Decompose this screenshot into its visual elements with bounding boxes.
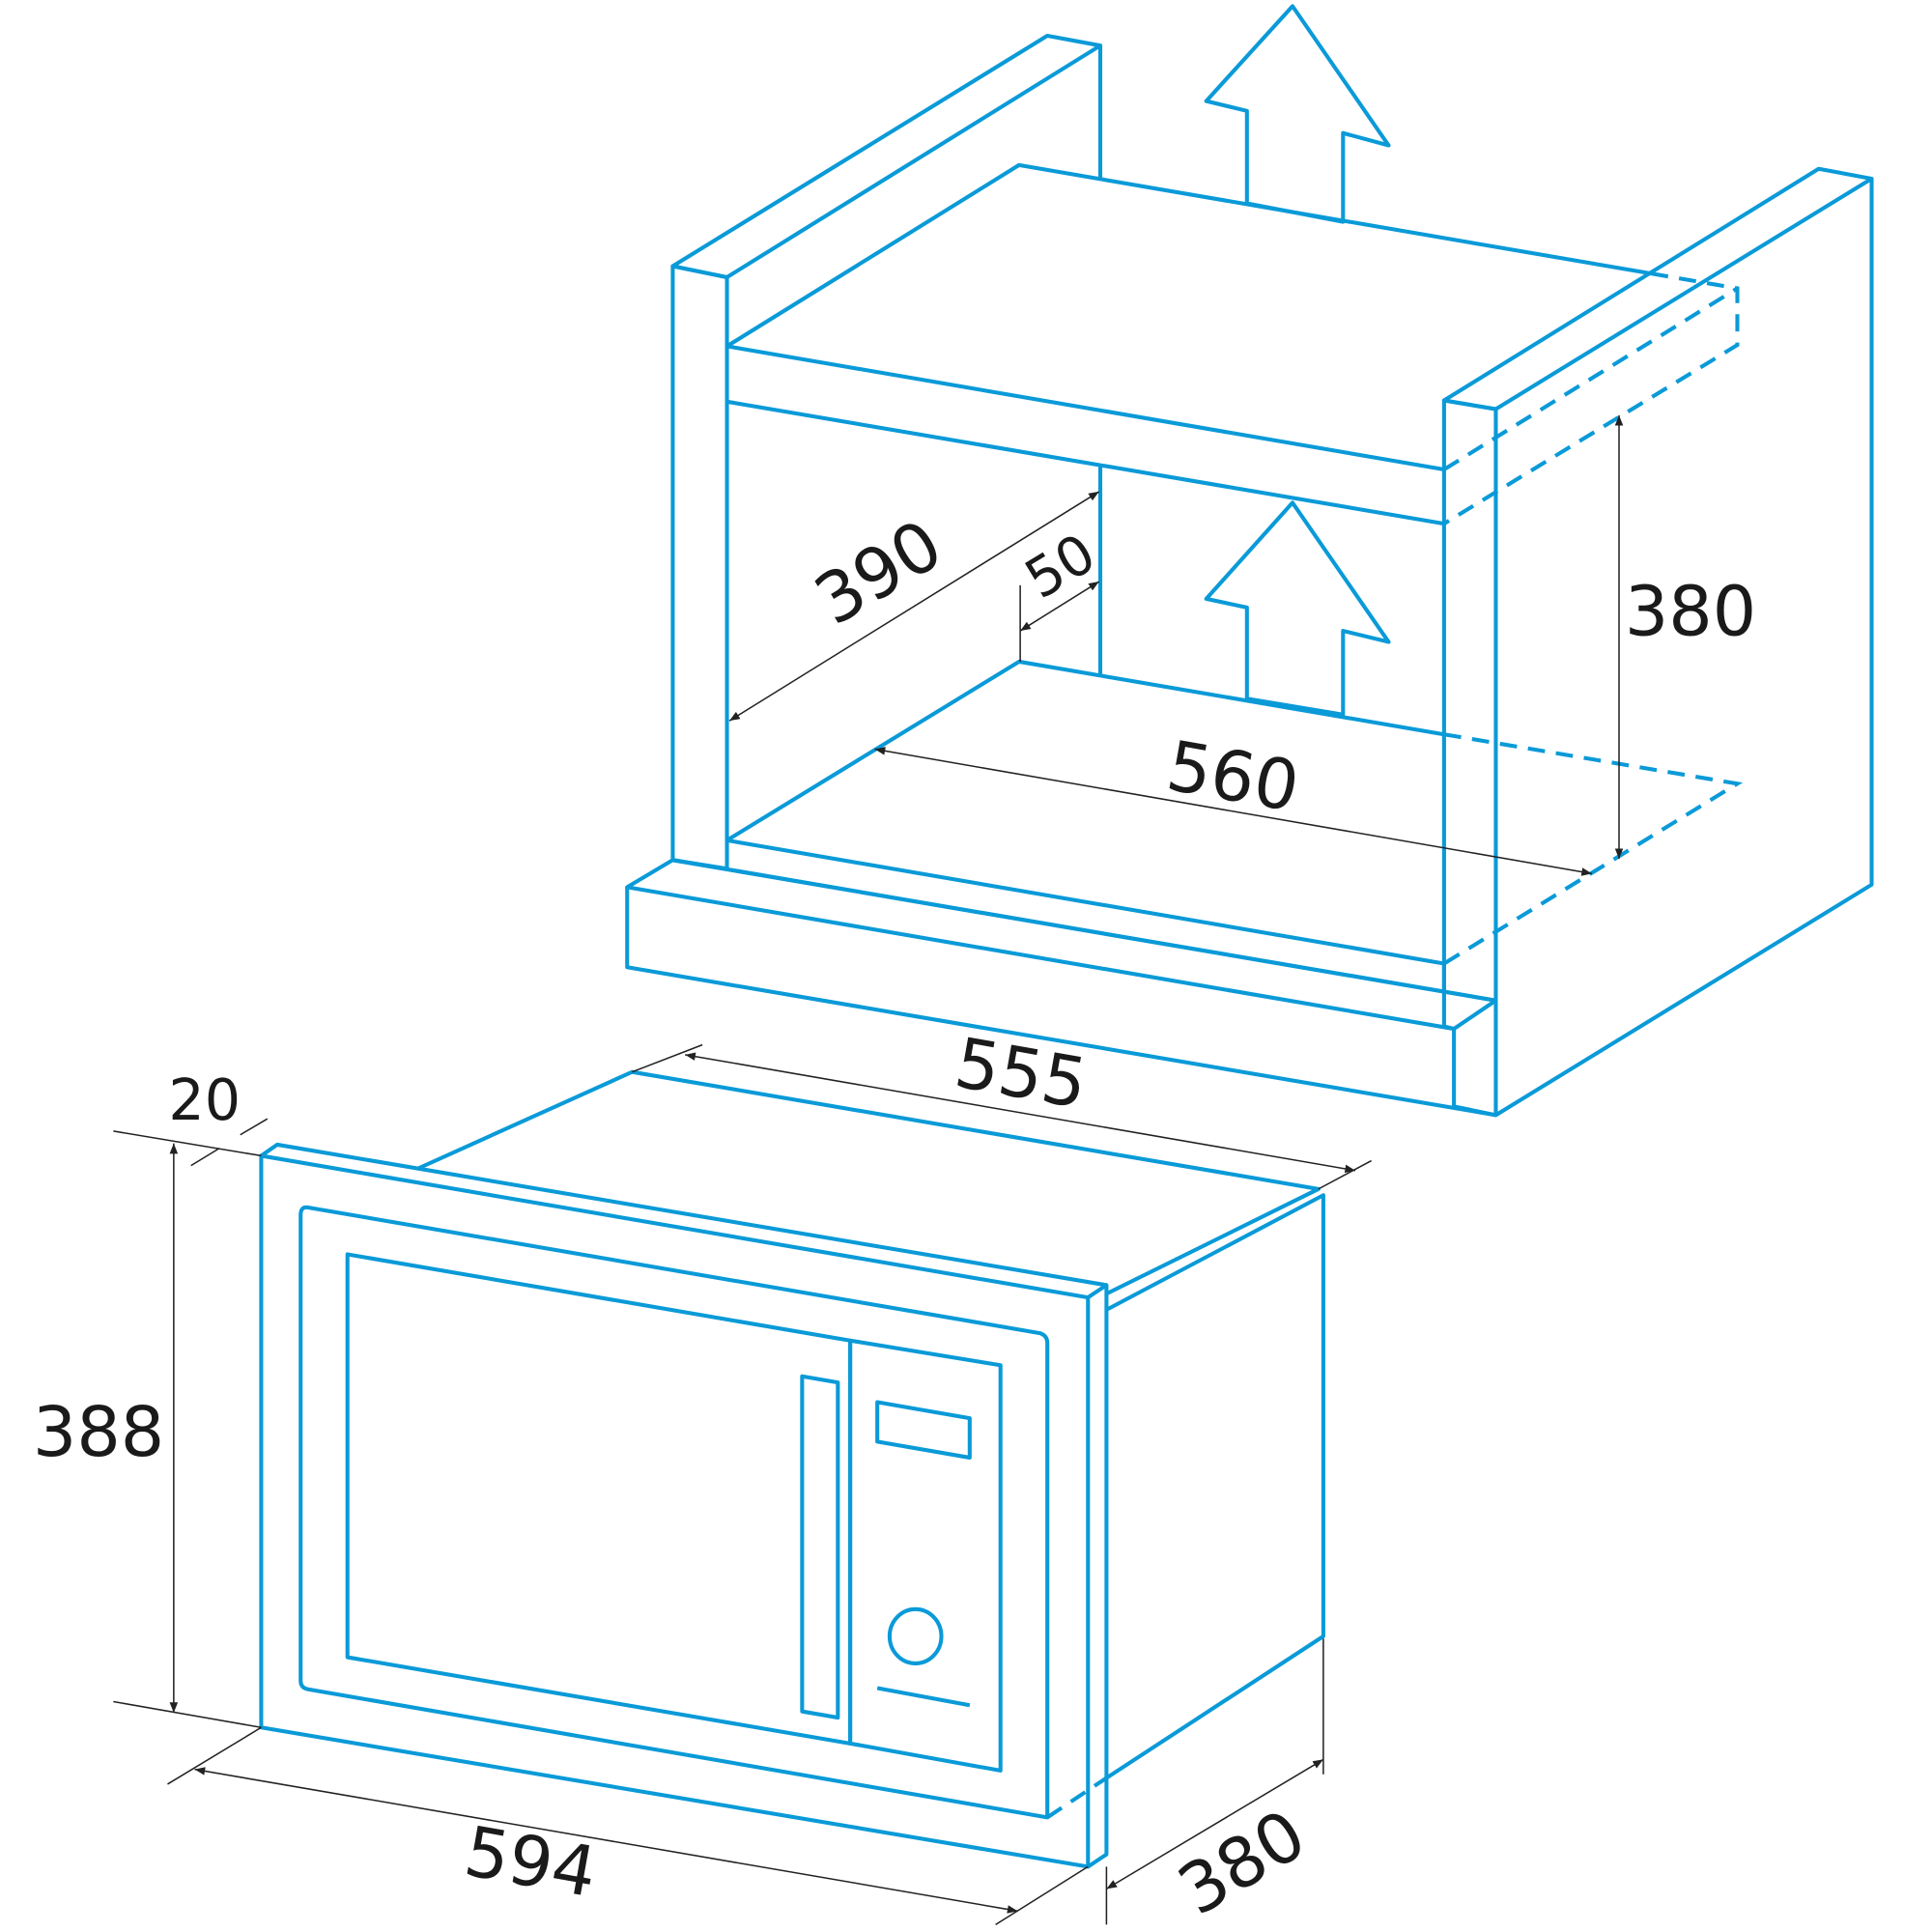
microwave-window [345, 1252, 853, 1746]
dim-line-rear-gap [1019, 581, 1100, 632]
door-handle [800, 1374, 840, 1720]
dim-mw-frame: 20 [168, 1067, 241, 1133]
microwave-side [1105, 1193, 1325, 1780]
cabinet-base-top [625, 858, 1498, 1032]
cabinet-ceiling [725, 162, 1652, 349]
dim-line-width [874, 747, 1593, 876]
microwave-door [298, 1205, 1050, 1820]
display-panel [875, 1400, 972, 1460]
airflow-arrow-top-icon [1204, 4, 1391, 224]
cabinet-left-post [670, 264, 729, 871]
dim-line-mw-width [194, 1767, 1018, 1914]
airflow-arrow-inner-icon [1204, 500, 1391, 717]
microwave: 20 388 594 555 380 [33, 1022, 1373, 1931]
cabinet-left-post-top [670, 33, 1103, 280]
control-panel [848, 1338, 1003, 1773]
dim-mw-width: 594 [459, 1811, 603, 1913]
dim-mw-depth: 380 [1165, 1794, 1320, 1930]
dim-line-mw-depth [1106, 1758, 1324, 1890]
dim-line-depth [728, 491, 1100, 722]
dim-mw-height: 388 [33, 1392, 164, 1472]
dim-cabinet-width: 560 [1161, 725, 1305, 827]
cabinet: 390 50 560 380 [625, 4, 1874, 1118]
control-knob-icon [887, 1606, 944, 1665]
dim-cabinet-height: 380 [1625, 571, 1756, 651]
dim-cabinet-depth: 390 [802, 504, 956, 640]
cabinet-floor [725, 659, 1445, 842]
cabinet-right-post-top [1441, 166, 1874, 412]
dim-mw-top-width: 555 [950, 1022, 1094, 1123]
dim-line-mw-top-width [685, 1052, 1356, 1174]
